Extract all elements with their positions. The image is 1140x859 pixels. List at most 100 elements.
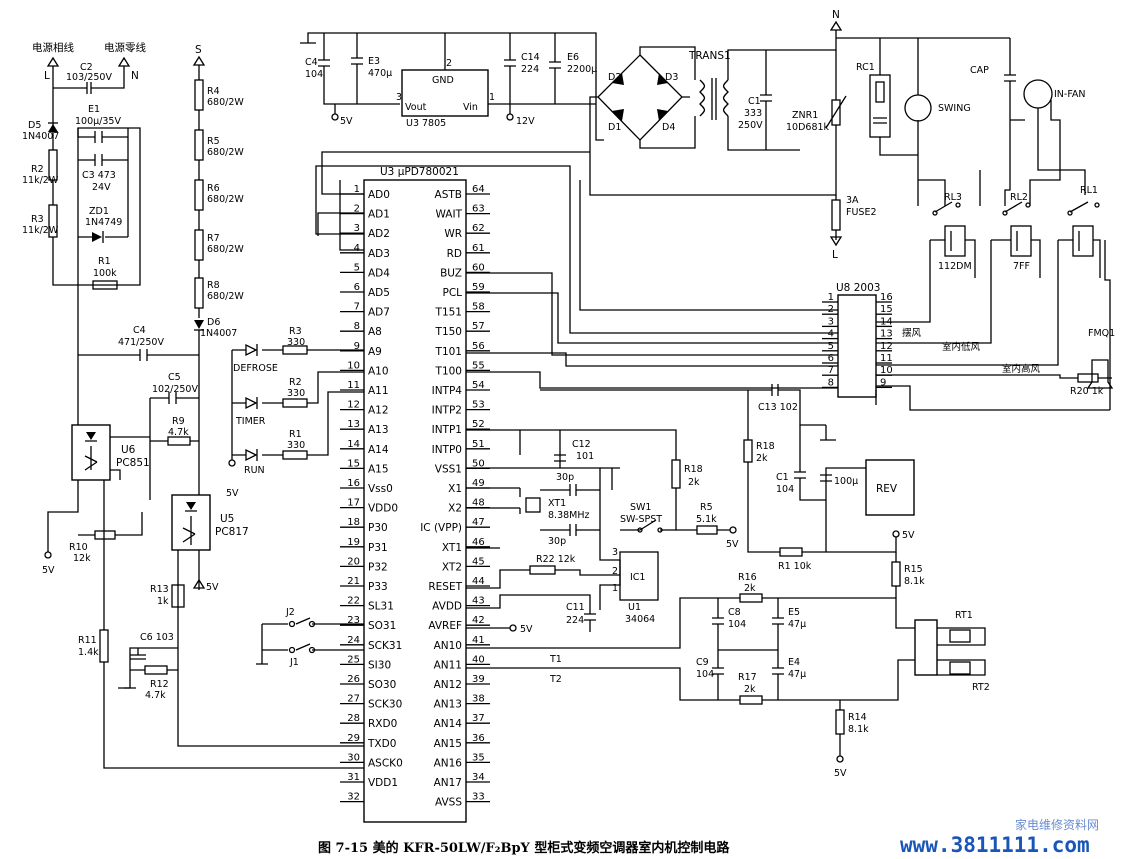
- pin-label: A11: [368, 385, 389, 397]
- c1a-value: 333: [744, 108, 762, 119]
- pin-number: 3: [354, 223, 360, 234]
- sw1-switch-icon: [620, 519, 676, 531]
- rev-vcc-label: 5V: [902, 530, 915, 541]
- pin-number: 10: [880, 365, 893, 376]
- pin-number: 9: [880, 377, 886, 388]
- r3b-label: R3: [289, 326, 302, 337]
- r5-resistor: [194, 129, 204, 161]
- vcc-5v-icon: [44, 551, 52, 559]
- c2-capacitor: [86, 82, 92, 94]
- temperature-sensor-circuit: T1 T2 R16 2k R17 2k C8 104 E5 47μ C9 104…: [466, 552, 990, 779]
- d4-diode-icon: [657, 109, 668, 121]
- pin-label: AVSS: [435, 797, 462, 809]
- c3-label: C3 473: [82, 170, 116, 181]
- j2-label: J2: [285, 607, 295, 618]
- rl2-label: RL2: [1010, 192, 1028, 203]
- c14-value: 224: [521, 64, 539, 75]
- c12-value: 101: [576, 451, 594, 462]
- S-label: S: [195, 44, 202, 56]
- neutral-label-cn: 电源零线: [104, 41, 146, 54]
- pin-label: WR: [444, 228, 462, 240]
- pin-number: 56: [472, 341, 485, 352]
- u1-label: U1: [628, 602, 641, 613]
- r1-resistor: [92, 280, 118, 290]
- buzzer-label: FMQ1: [1088, 328, 1115, 339]
- pin-label: AD2: [368, 228, 390, 240]
- e5-value: 47μ: [788, 619, 806, 630]
- r14-value: 8.1k: [848, 724, 869, 735]
- d1-diode-icon: [612, 109, 624, 121]
- pin-label: SO30: [368, 679, 396, 691]
- r18a-value: 2k: [756, 453, 768, 464]
- pin-number: 21: [347, 576, 360, 587]
- r9-label: R9: [172, 416, 185, 427]
- pin-number: 26: [347, 674, 360, 685]
- vcc-5v-icon: [331, 113, 339, 121]
- pin-label: INTP2: [432, 405, 462, 417]
- ic1-label: IC1: [630, 572, 645, 583]
- r16-resistor: [739, 593, 763, 603]
- znr1-label: ZNR1: [792, 110, 818, 121]
- pin-number: 55: [472, 360, 485, 371]
- status-leds: R3 330 R2 330 R1 330 DEFROSE TIMER RUN 5…: [226, 326, 364, 499]
- pin-label: VDD1: [368, 777, 398, 789]
- r2b-value: 330: [287, 388, 305, 399]
- cap-label: CAP: [970, 65, 989, 76]
- N-label: N: [131, 70, 139, 82]
- e3-value: 470μ: [368, 68, 392, 79]
- jumpers: [256, 617, 364, 665]
- r4-resistor: [194, 79, 204, 111]
- e5-label: E5: [788, 607, 800, 618]
- zd1-value: 1N4749: [85, 217, 122, 228]
- pin-number: 18: [347, 517, 360, 528]
- ic1-pin2: 2: [612, 566, 618, 577]
- rl3-coil: [944, 225, 966, 257]
- mains-detect-circuit: 电源相线 电源零线 L N C2 103/250V D5 1N4007 R2 1…: [22, 41, 364, 769]
- pin-label: XT1: [442, 542, 462, 554]
- pin-number: 28: [347, 713, 360, 724]
- swing-label: SWING: [938, 103, 971, 114]
- pin-number: 19: [347, 537, 360, 548]
- e4-label: E4: [788, 657, 800, 668]
- pin-number: 5: [354, 262, 360, 273]
- pin-number: 24: [347, 635, 360, 646]
- r1-value: 100k: [93, 268, 117, 279]
- c12-label: C12: [572, 439, 591, 450]
- r15-label: R15: [904, 564, 923, 575]
- transformer-icon: [699, 79, 706, 117]
- r12-resistor: [144, 665, 168, 675]
- d4-label: D4: [662, 122, 675, 133]
- c11-label: C11: [566, 602, 585, 613]
- pin-number: 46: [472, 537, 485, 548]
- N-terminal-icon: [117, 56, 131, 67]
- e4-value: 47μ: [788, 669, 806, 680]
- r4-label: R4: [207, 86, 220, 97]
- pin-label: A8: [368, 326, 382, 338]
- pin-label: TXD0: [367, 738, 396, 750]
- rl2-coil: [1010, 225, 1032, 257]
- e1-value: 100μ/35V: [75, 116, 121, 127]
- L-bottom-label: L: [832, 249, 838, 261]
- pin-label: AD3: [368, 248, 390, 260]
- r22-resistor: [529, 565, 556, 575]
- pin-number: 2: [354, 204, 360, 215]
- rl2-type: 7FF: [1013, 261, 1030, 272]
- reg-pin3: 3: [396, 92, 402, 103]
- pin-label: PCL: [442, 287, 462, 299]
- c13-label: C13 102: [758, 402, 798, 413]
- pin-number: 51: [472, 439, 485, 450]
- c9-value: 104: [696, 669, 714, 680]
- pin-number: 10: [347, 360, 360, 371]
- reg-vout: Vout: [405, 102, 427, 113]
- pin-number: 5: [828, 341, 834, 352]
- pin-label: INTP0: [432, 444, 462, 456]
- clock-reset-circuit: XT1 8.38MHz 30p 30p C12 101 R18 2k R5 5.…: [466, 429, 739, 635]
- c6-label: C6 103: [140, 632, 174, 643]
- pin-label: A10: [368, 365, 389, 377]
- rev-circuit: C13 102 R18 2k R1 10k C1 104 100μ REV 5V: [540, 384, 915, 572]
- pin-label: AN11: [434, 659, 462, 671]
- r18b-value: 2k: [688, 477, 700, 488]
- timer-led-icon: [245, 396, 258, 410]
- r7-label: R7: [207, 233, 220, 244]
